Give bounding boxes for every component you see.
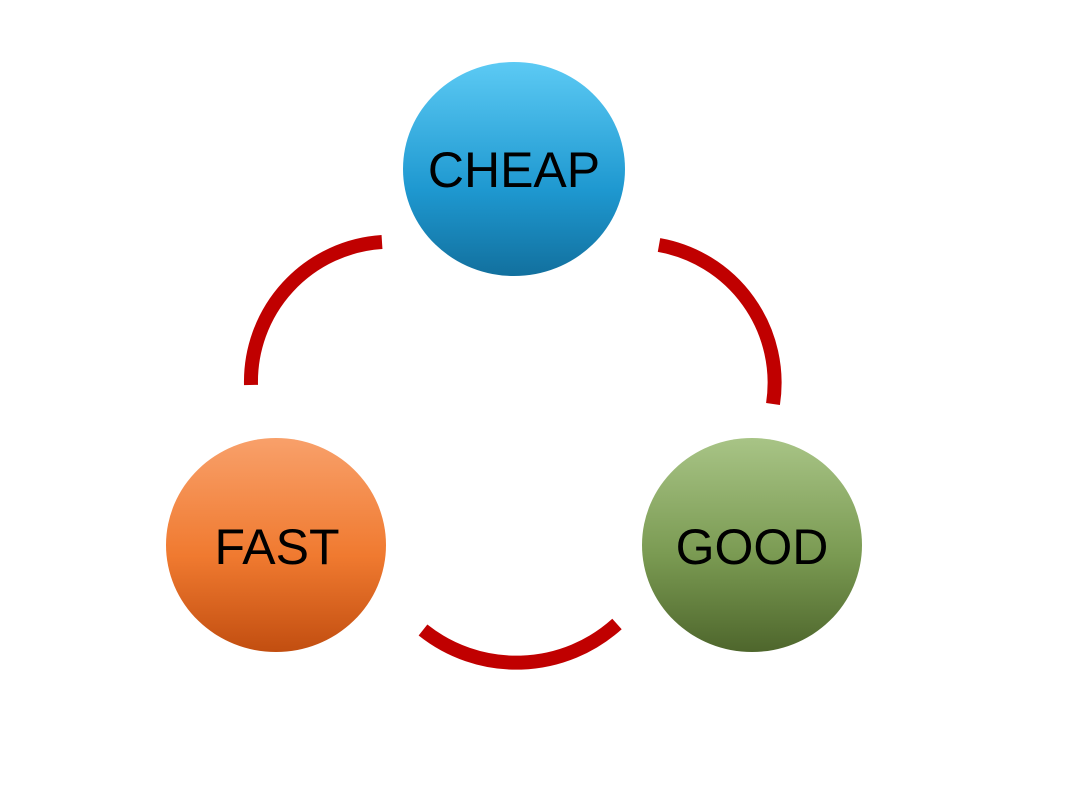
- node-fast-label: FAST: [214, 519, 339, 575]
- connector-arc-fast-good: [418, 618, 622, 670]
- node-fast: FAST: [166, 438, 386, 652]
- node-cheap-label: CHEAP: [428, 142, 600, 198]
- connector-arc-cheap-good: [657, 238, 782, 406]
- node-good: GOOD: [642, 438, 862, 652]
- node-good-label: GOOD: [676, 519, 829, 575]
- node-cheap: CHEAP: [403, 62, 625, 276]
- connector-arc-cheap-fast: [243, 235, 383, 386]
